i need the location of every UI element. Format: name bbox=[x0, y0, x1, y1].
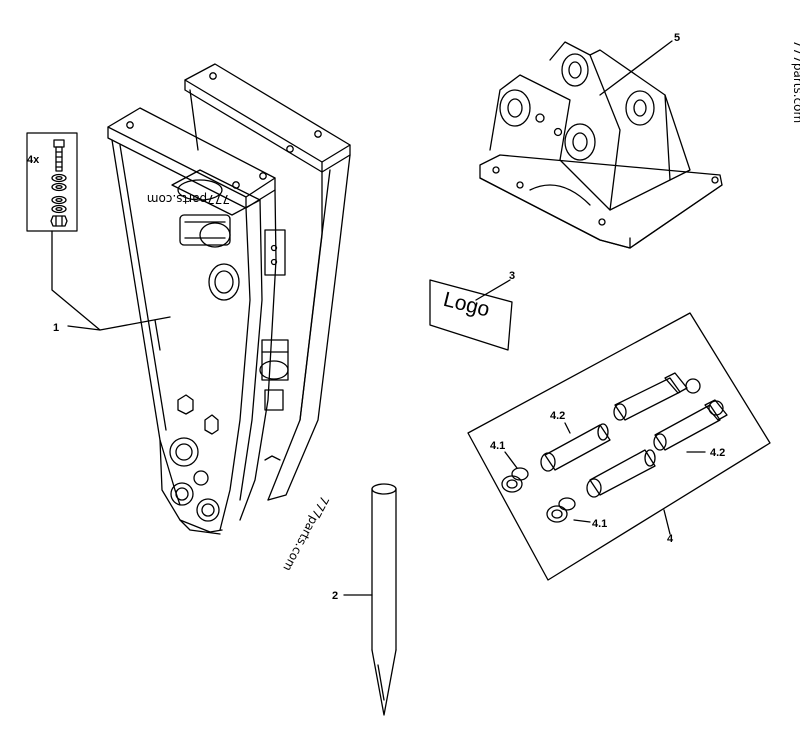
part-4-label: 4 bbox=[667, 533, 674, 545]
pin-icon bbox=[540, 372, 728, 498]
washer-icon bbox=[51, 173, 67, 214]
bolt-kit-inset bbox=[26, 132, 171, 331]
mounting-bracket bbox=[479, 40, 723, 249]
logo-text: Logo bbox=[441, 288, 492, 322]
part-1-label: 1 bbox=[53, 322, 59, 334]
breaker-body bbox=[67, 63, 351, 535]
part-4-1-label: 4.1 bbox=[490, 440, 505, 452]
nut-icon bbox=[50, 215, 68, 227]
bolt-icon bbox=[53, 139, 65, 172]
logo-plate bbox=[429, 279, 513, 351]
bushing-icon bbox=[501, 467, 576, 523]
pin-kit bbox=[467, 312, 771, 581]
part-4-2-label-2: 4.2 bbox=[710, 447, 725, 459]
watermark: 777parts.com bbox=[147, 192, 230, 206]
part-4-2-label: 4.2 bbox=[550, 410, 565, 422]
bolt-quantity-label: 4x bbox=[27, 154, 40, 166]
part-4-1-label-2: 4.1 bbox=[592, 518, 607, 530]
watermark: 777parts.com bbox=[280, 494, 331, 574]
part-2-label: 2 bbox=[332, 590, 338, 602]
part-3-label: 3 bbox=[509, 270, 515, 282]
watermark: 777parts.com bbox=[791, 40, 800, 123]
chisel bbox=[343, 483, 397, 716]
part-5-label: 5 bbox=[674, 32, 680, 44]
